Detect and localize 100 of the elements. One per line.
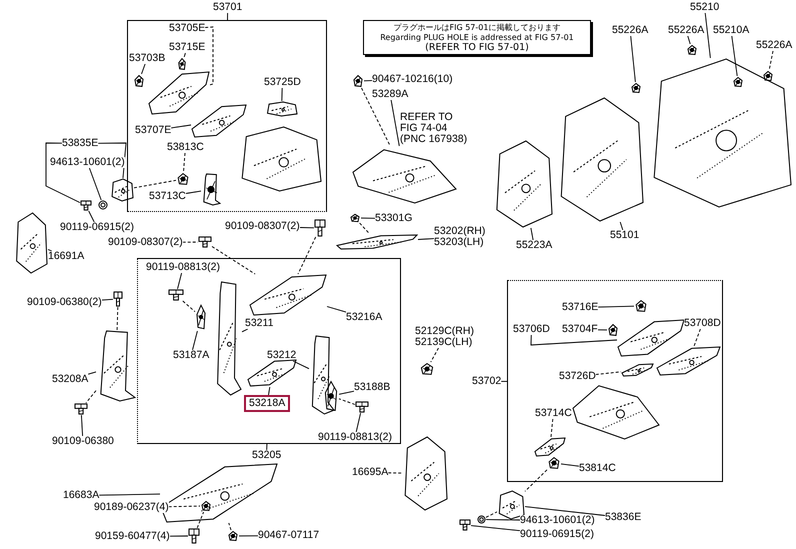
leader-line [560,463,580,467]
leader-line [80,414,84,436]
part-number: 53703B [129,53,166,64]
leader-line [486,519,520,520]
leader-line [116,306,118,330]
part-number: 90109-06380 [52,436,114,447]
part-number: 16691A [48,251,84,262]
leader-line [524,469,548,492]
leader-line [182,242,198,243]
leader-line [85,390,96,404]
leader-line [430,348,439,362]
note-text: Regarding PLUG HOLE is addressed at FIG 57-01 [379,33,575,42]
part-number: 52139C(LH) [415,337,474,348]
leader-line [470,525,520,532]
part-number: 94613-10601(2) [520,515,595,526]
leader-line [500,380,508,382]
leader-line [46,142,80,204]
leader-line [183,152,186,172]
leader-line [170,124,192,128]
part-number: 53289A [372,89,408,100]
leader-line [88,168,102,200]
leader-line [390,100,400,146]
part-number: 53813C [167,142,204,153]
group-frame [137,258,401,444]
leader-line [168,506,200,508]
leader-line [388,472,402,474]
leader-line [530,228,534,240]
leader-line [182,300,196,312]
leader-line [360,218,376,219]
part-number: 90119-06915(2) [60,222,134,233]
part-number: 53701 [213,2,242,13]
part-number: 53704F [562,324,598,335]
part-number: 53726D [559,371,596,382]
leader-line [359,222,370,234]
part-number: 53702 [472,376,502,387]
leader-line [212,246,256,274]
leader-line [687,36,691,44]
leader-line [101,298,114,301]
group-frame [127,20,327,212]
leader-line [228,522,232,530]
leader-line [134,180,176,188]
leader-line [292,360,310,370]
leader-line [356,412,362,432]
leader-line [595,371,622,375]
leader-line [298,236,316,274]
leader-line [48,249,52,252]
part-number: 53705E [169,23,206,34]
part-number: 53708D [684,318,721,329]
leader-line [98,494,160,496]
part-number: 94613-10601(2) [50,157,125,168]
leader-line [530,334,618,346]
leader-line [524,506,606,516]
leader-line [177,272,182,290]
leader-line [227,12,228,20]
part-number: 55226A [756,40,792,51]
part-number: 90467-10216(10) [372,74,453,85]
part-number: 53216A [346,312,382,323]
part-number: 90467-07117 [258,530,320,541]
part-number: 53716E [562,302,598,313]
leader-line [88,210,95,222]
part-number: 55101 [610,230,640,241]
leader-line [704,12,711,58]
leader-line [486,511,498,518]
leader-line [620,222,624,230]
leader-line [204,26,214,86]
leader-line [196,512,204,528]
part-number: 53836E [605,512,642,523]
part-number: 53211 [245,318,274,329]
part-number: 90109-08307(2) [225,221,300,232]
part-number: 16695A [352,467,388,478]
part-number: 53715E [169,42,206,53]
leader-line [550,418,554,438]
leader-line [185,190,202,194]
part-number: 55210A [713,25,750,36]
part-number: 53725D [264,77,301,88]
part-number: 53203(LH) [434,237,486,248]
leader-line [299,227,314,228]
part-number: 90109-08307(2) [108,237,183,248]
part-number: 16683A [63,490,100,501]
group-frame [507,280,723,482]
leader-line [268,386,270,396]
leader-line [184,52,186,58]
leader-line [192,330,198,350]
part-number: 90119-08813(2) [146,262,220,273]
note-box [363,20,591,55]
part-number: 53202(RH) [434,226,486,237]
part-number: 55210 [690,2,720,13]
part-number: 90159-60477(4) [95,531,170,542]
part-number: 53208A [52,374,88,385]
leader-line [88,371,96,375]
leader-line [281,88,283,102]
leader-line [338,390,354,395]
leader-line [238,535,258,536]
leader-line [768,50,774,70]
leader-line [731,36,738,76]
leader-line [326,306,346,313]
part-number: 55226A [612,25,648,36]
leader-line [630,36,636,82]
leader-line [169,536,188,537]
part-number: 90119-06915(2) [520,529,594,540]
